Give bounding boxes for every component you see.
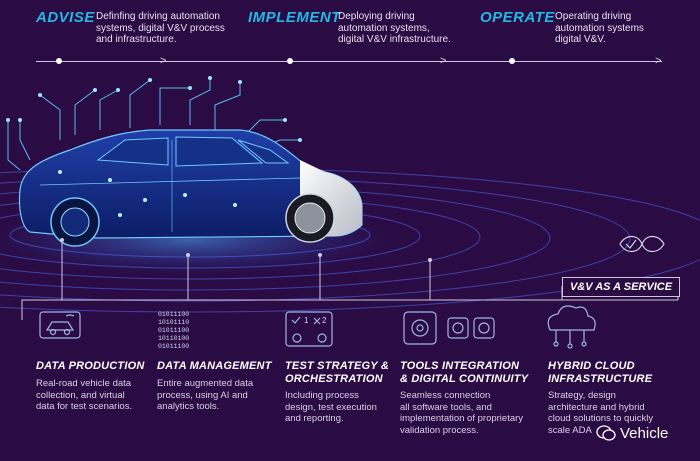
card-title: DATA MANAGEMENT xyxy=(157,360,272,372)
chevron-right-icon: > xyxy=(440,55,447,67)
svg-text:1: 1 xyxy=(304,316,309,325)
cloud-network-icon xyxy=(547,305,596,349)
car-illustration xyxy=(18,129,363,247)
phase-description: Definfing driving automation systems, di… xyxy=(96,11,225,45)
chevron-right-icon: > xyxy=(160,55,167,67)
circuit-nodes xyxy=(6,76,302,142)
chat-bubble-icon xyxy=(596,425,616,441)
phase-title: OPERATE xyxy=(480,9,555,26)
card-description: Entire augmented data process, using AI … xyxy=(157,378,254,412)
card-description: Strategy, design architecture and hybrid… xyxy=(548,390,654,436)
service-bracket xyxy=(21,299,678,320)
timeline-dot xyxy=(56,58,62,64)
binary-line: 10101110 xyxy=(158,319,189,326)
car-icon xyxy=(39,311,81,339)
binary-line: 10110100 xyxy=(158,335,189,342)
timeline-line xyxy=(36,61,662,62)
binary-line: 01011100 xyxy=(158,343,189,350)
svg-text:2: 2 xyxy=(322,316,327,325)
chevron-right-icon: > xyxy=(655,55,662,67)
watermark: Vehicle xyxy=(596,422,668,444)
test-checklist-icon: 1 2 xyxy=(285,311,333,347)
circuit-traces xyxy=(7,78,300,171)
watermark-text: Vehicle xyxy=(620,424,669,442)
card-description: Real-road vehicle data collection, and v… xyxy=(36,378,133,412)
timeline-dot xyxy=(287,58,293,64)
card-title: HYBRID CLOUD INFRASTRUCTURE xyxy=(548,360,653,385)
binary-line: 01011100 xyxy=(158,311,189,318)
phase-title: IMPLEMENT xyxy=(248,9,341,26)
card-title: TOOLS INTEGRATION & DIGITAL CONTINUITY xyxy=(400,360,529,385)
infinity-loop-icon xyxy=(619,235,665,253)
phase-description: Deploying driving automation systems, di… xyxy=(338,11,451,45)
service-tag: V&V AS A SERVICE xyxy=(562,277,680,297)
binary-data-icon: 01011100 10101110 01011100 10110100 0101… xyxy=(158,311,189,350)
card-description: Seamless connection all software tools, … xyxy=(400,390,524,436)
card-title: DATA PRODUCTION xyxy=(36,360,145,372)
gear-icon xyxy=(403,311,495,345)
card-description: Including process design, test execution… xyxy=(285,390,377,424)
card-title: TEST STRATEGY & ORCHESTRATION xyxy=(285,360,390,385)
phase-title: ADVISE xyxy=(36,9,95,26)
binary-line: 01011100 xyxy=(158,327,189,334)
phase-description: Operating driving automation systems dig… xyxy=(555,11,644,45)
timeline-dot xyxy=(509,58,515,64)
